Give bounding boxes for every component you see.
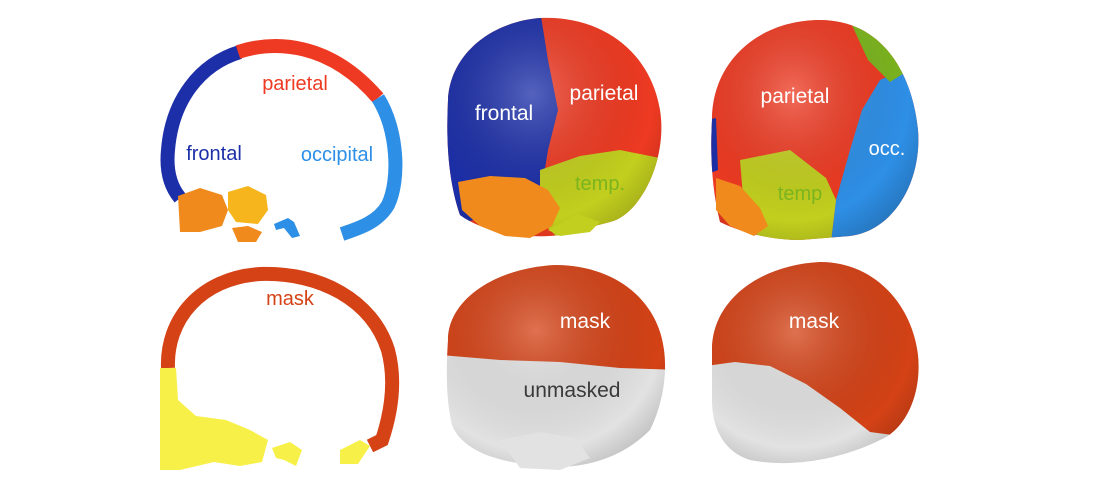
render-back-label-temporal: temp — [778, 183, 822, 205]
render-back-mask-shading — [712, 262, 919, 464]
top-render-front-panel: frontal parietal temp. — [447, 17, 662, 238]
bottom-render-front-panel: mask unmasked — [446, 265, 666, 470]
render-unmasked-jaw — [500, 432, 590, 470]
bottom-render-back-panel: mask — [712, 262, 919, 464]
slice-orange-small — [232, 226, 262, 242]
render-back-label-parietal: parietal — [761, 85, 830, 108]
render-front-label-temporal: temp. — [575, 173, 625, 195]
bottom-slice-panel: mask — [160, 266, 400, 470]
render-back-label-mask: mask — [789, 310, 840, 333]
slice-parietal-band — [235, 39, 384, 103]
slice-label-mask: mask — [266, 288, 315, 310]
slice-occipital-fragment — [274, 218, 300, 238]
render-front-label-mask: mask — [560, 310, 611, 333]
slice-mask-band — [160, 266, 400, 453]
top-render-back-panel: parietal occ. temp — [711, 20, 919, 240]
render-back-facial-bones — [716, 178, 768, 236]
render-front-label-frontal: frontal — [475, 102, 533, 125]
slice-unmasked-right — [340, 440, 370, 464]
slice-label-occipital: occipital — [301, 144, 373, 166]
render-back-label-occipital: occ. — [869, 138, 906, 160]
slice-label-parietal: parietal — [262, 73, 328, 95]
slice-unmasked-fragment — [272, 442, 302, 466]
slice-label-frontal: frontal — [186, 143, 242, 165]
slice-orange-base — [178, 188, 228, 232]
render-facial-bones — [458, 176, 560, 238]
render-mask-shading — [446, 265, 666, 467]
render-front-label-parietal: parietal — [570, 82, 639, 105]
top-slice-panel: parietal frontal occipital — [160, 39, 403, 242]
slice-frontal-band — [160, 45, 243, 203]
slice-unmasked-left — [160, 368, 268, 470]
slice-occipital-band — [339, 94, 403, 241]
slice-lightorange-base — [228, 186, 268, 224]
render-jaw-process — [548, 214, 600, 236]
render-front-label-unmasked: unmasked — [524, 379, 621, 402]
